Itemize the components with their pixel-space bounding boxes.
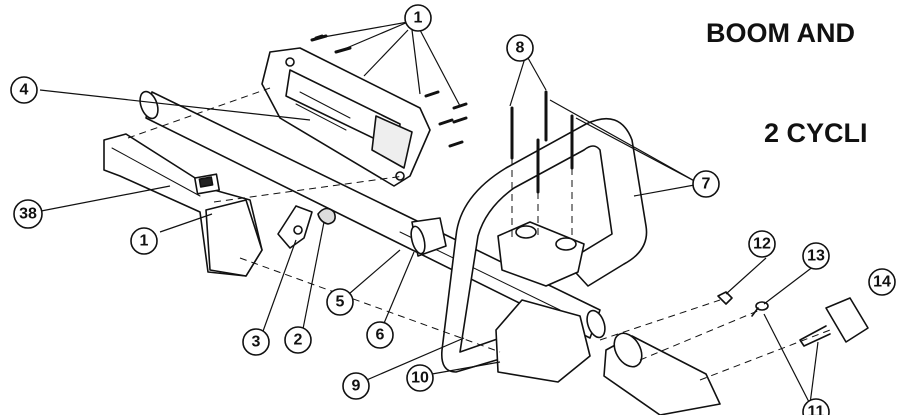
- callout-label-2: 2: [294, 332, 303, 349]
- callout-circle-38: [13, 199, 43, 229]
- handle-clamp: [495, 221, 591, 383]
- coupler-bolt: [751, 301, 769, 317]
- callout-label-38: 38: [19, 206, 37, 223]
- callout-label-8: 8: [516, 40, 525, 57]
- coupler-tube: [603, 332, 721, 415]
- throttle-housing-lower: [103, 133, 263, 277]
- callout-circle-1b: [130, 227, 158, 255]
- callout-label-3: 3: [252, 334, 261, 351]
- callout-label-4: 4: [20, 82, 29, 99]
- callout-label-13: 13: [807, 248, 825, 265]
- boom-tube: [139, 90, 606, 339]
- callout-circle-10: [406, 364, 434, 392]
- callout-circle-4: [10, 76, 38, 104]
- callout-label-11: 11: [808, 404, 825, 415]
- callout-circle-12: [748, 230, 776, 258]
- callout-circle-3: [242, 328, 270, 356]
- callout-circle-5: [326, 288, 354, 316]
- callout-label-5: 5: [336, 294, 345, 311]
- callout-label-14: 14: [873, 274, 891, 291]
- diagram-title-line-1: BOOM AND: [706, 18, 855, 48]
- stop-switch: [193, 173, 221, 195]
- callout-circle-7: [692, 170, 720, 198]
- callout-label-10: 10: [411, 370, 429, 387]
- callout-label-9: 9: [352, 378, 361, 395]
- callout-label-7: 7: [702, 176, 711, 193]
- diagram-title-line-2: 2 CYCLI: [764, 118, 868, 148]
- callout-circle-13: [802, 242, 830, 270]
- callout-circle-8: [506, 34, 534, 62]
- callout-label-12: 12: [753, 236, 771, 253]
- callout-circle-2: [284, 326, 312, 354]
- callout-label-1a: 1: [414, 10, 423, 27]
- throttle-housing-upper: [261, 47, 431, 187]
- callout-circle-6: [366, 321, 394, 349]
- coupler-nut: [717, 291, 733, 305]
- throttle-trigger: [277, 205, 313, 249]
- callout-circle-11: [802, 398, 830, 415]
- trigger-spring: [317, 207, 336, 225]
- callout-circle-9: [342, 372, 370, 400]
- callout-circle-14: [868, 268, 896, 296]
- handle-bolts: [510, 90, 574, 194]
- boom-clip: [410, 217, 447, 257]
- callout-label-1b: 1: [140, 233, 149, 250]
- callout-circle-1a: [404, 4, 432, 32]
- callout-label-6: 6: [376, 327, 385, 344]
- coupler-knob: [799, 297, 869, 347]
